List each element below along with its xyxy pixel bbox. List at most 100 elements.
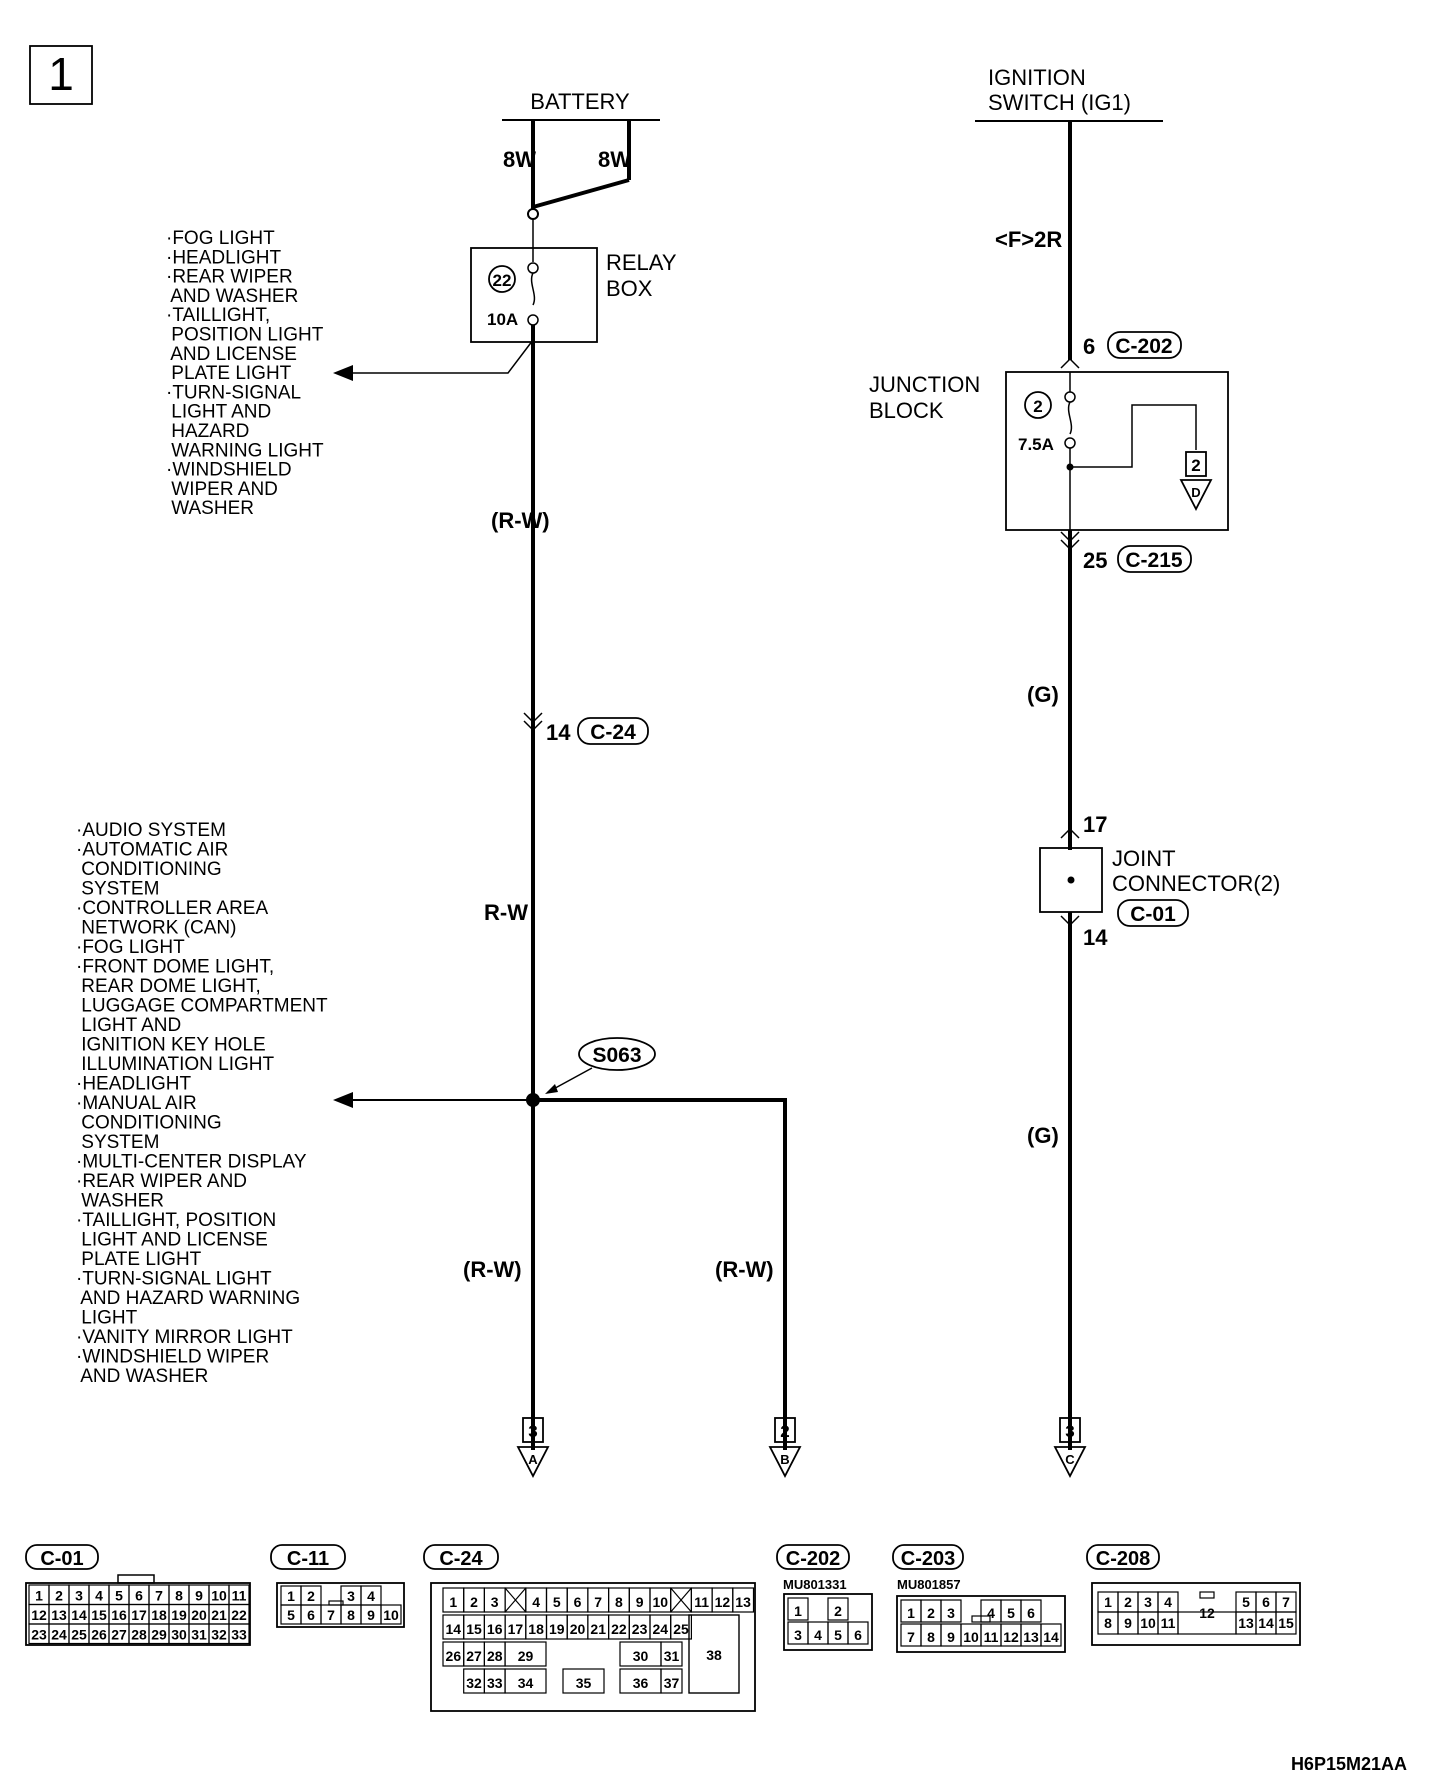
pin-number: 2 <box>1124 1594 1132 1610</box>
pin-number: 21 <box>211 1607 227 1623</box>
circuit-list-item: WIPER AND <box>166 479 278 500</box>
pin-number: 8 <box>615 1594 623 1610</box>
pin-number: 4 <box>814 1627 822 1643</box>
pin-number: 4 <box>95 1588 103 1604</box>
pin-number: 5 <box>1242 1594 1250 1610</box>
pin-number: 35 <box>576 1675 592 1691</box>
branch1-circuit-list: ·FOG LIGHT·HEADLIGHT·REAR WIPER AND WASH… <box>166 228 324 519</box>
pin-number: 3 <box>1144 1594 1152 1610</box>
pin-number: 16 <box>487 1621 503 1637</box>
pin-number: 3 <box>794 1627 802 1643</box>
wire-color-rw-4: (R-W) <box>715 1257 774 1282</box>
circuit-list-item: ·HEADLIGHT <box>76 1074 191 1095</box>
circuit-list-item: ·TURN-SIGNAL <box>166 382 301 403</box>
pin-number: 29 <box>518 1648 534 1664</box>
terminal-c-num: 3 <box>1065 1422 1074 1441</box>
pin-number: 36 <box>633 1675 649 1691</box>
pin-number: 11 <box>1161 1615 1176 1631</box>
pin-number: 16 <box>111 1607 127 1623</box>
pin-number: 26 <box>91 1627 107 1643</box>
pin-number: 4 <box>1164 1594 1172 1610</box>
relay-box-label-2: BOX <box>606 276 653 301</box>
circuit-list-item: ·FRONT DOME LIGHT, <box>76 957 274 978</box>
relay-box-label-1: RELAY <box>606 250 677 275</box>
pin-number: 3 <box>347 1588 355 1604</box>
pin-out: 25 <box>1083 548 1107 573</box>
pin-number: 2 <box>927 1605 935 1621</box>
pin-number: 20 <box>570 1621 586 1637</box>
c208-title: C-208 <box>1096 1548 1150 1570</box>
wire-color-rw-1: (R-W) <box>491 508 550 533</box>
pin-number: 3 <box>947 1605 955 1621</box>
pin-number: 33 <box>231 1627 247 1643</box>
pin-number: 30 <box>171 1627 187 1643</box>
pin-number: 10 <box>653 1594 669 1610</box>
pin-number: 10 <box>383 1607 399 1623</box>
circuit-list-item: WASHER <box>76 1191 164 1212</box>
pin-number: 17 <box>131 1607 147 1623</box>
pin-number: 5 <box>553 1594 561 1610</box>
circuit-list-item: ·TAILLIGHT, <box>166 305 270 326</box>
pin-number: 38 <box>706 1647 722 1663</box>
terminal-b-letter: B <box>780 1452 789 1467</box>
pin-number: 7 <box>327 1607 335 1623</box>
pin-in: 6 <box>1083 334 1095 359</box>
ignition-label-2: SWITCH (IG1) <box>988 90 1131 115</box>
terminal-b-num: 2 <box>780 1422 789 1441</box>
pin-number: 10 <box>963 1629 979 1645</box>
circuit-list-item: AND LICENSE <box>166 344 297 365</box>
circuit-list-item: ·AUDIO SYSTEM <box>76 820 226 841</box>
pin-number: 15 <box>1278 1615 1294 1631</box>
c203-title: C-203 <box>901 1548 955 1570</box>
circuit-list-item: ·VANITY MIRROR LIGHT <box>76 1327 293 1348</box>
jb-fuse-rating: 7.5A <box>1018 435 1054 454</box>
pin-number: 7 <box>1282 1594 1290 1610</box>
pin-number: 8 <box>347 1607 355 1623</box>
c203-part-number: MU801857 <box>897 1577 961 1592</box>
c01-tag: C-01 <box>1130 903 1176 926</box>
circuit-list-item: CONDITIONING <box>76 859 222 880</box>
fuse-number: 22 <box>493 271 512 290</box>
pin-number: 7 <box>155 1588 163 1604</box>
pin-number: 20 <box>191 1607 207 1623</box>
terminal-a-num: 3 <box>528 1422 537 1441</box>
circuit-list-item: ·FOG LIGHT <box>166 228 275 249</box>
wire-color-g-1: (G) <box>1027 682 1059 707</box>
pin-number: 11 <box>694 1594 709 1610</box>
pin-number: 22 <box>231 1607 247 1623</box>
pin-number: 14 <box>446 1621 462 1637</box>
circuit-list-item: HAZARD <box>166 421 249 442</box>
pin-number: 2 <box>834 1603 842 1619</box>
circuit-list-item: WASHER <box>166 498 254 519</box>
c215-tag: C-215 <box>1125 549 1183 572</box>
c24-tag: C-24 <box>590 721 636 744</box>
pin-number: 13 <box>51 1607 67 1623</box>
pin-number: 5 <box>1007 1605 1015 1621</box>
pin-number: 23 <box>31 1627 47 1643</box>
pin-number: 26 <box>446 1648 462 1664</box>
wire-f-2r: <F>2R <box>995 227 1062 252</box>
fuse-22-icon <box>488 265 516 293</box>
wire-8w-left: 8W <box>503 147 536 172</box>
pin-number: 1 <box>287 1588 295 1604</box>
pin-number: 9 <box>367 1607 375 1623</box>
junction-label-2: BLOCK <box>869 398 944 423</box>
terminal-a-letter: A <box>528 1452 538 1467</box>
pin-number: 11 <box>232 1588 247 1604</box>
fuse-2-icon <box>1024 391 1052 419</box>
circuit-list-item: WARNING LIGHT <box>166 440 324 461</box>
pin-number: 6 <box>574 1594 582 1610</box>
pin-number: 13 <box>735 1594 751 1610</box>
pin-number: 5 <box>115 1588 123 1604</box>
pin-number: 17 <box>508 1621 524 1637</box>
circuit-list-item: CONDITIONING <box>76 1113 222 1134</box>
jb-fuse-number: 2 <box>1033 397 1042 416</box>
pin-number: 1 <box>794 1603 802 1619</box>
joint-label-1: JOINT <box>1112 846 1176 871</box>
wire-color-g-2: (G) <box>1027 1123 1059 1148</box>
c11-title: C-11 <box>287 1548 329 1570</box>
pin-number: 10 <box>211 1588 227 1604</box>
circuit-list-item: REAR DOME LIGHT, <box>76 976 261 997</box>
pin-number: 2 <box>307 1588 315 1604</box>
c01-title: C-01 <box>40 1548 83 1570</box>
